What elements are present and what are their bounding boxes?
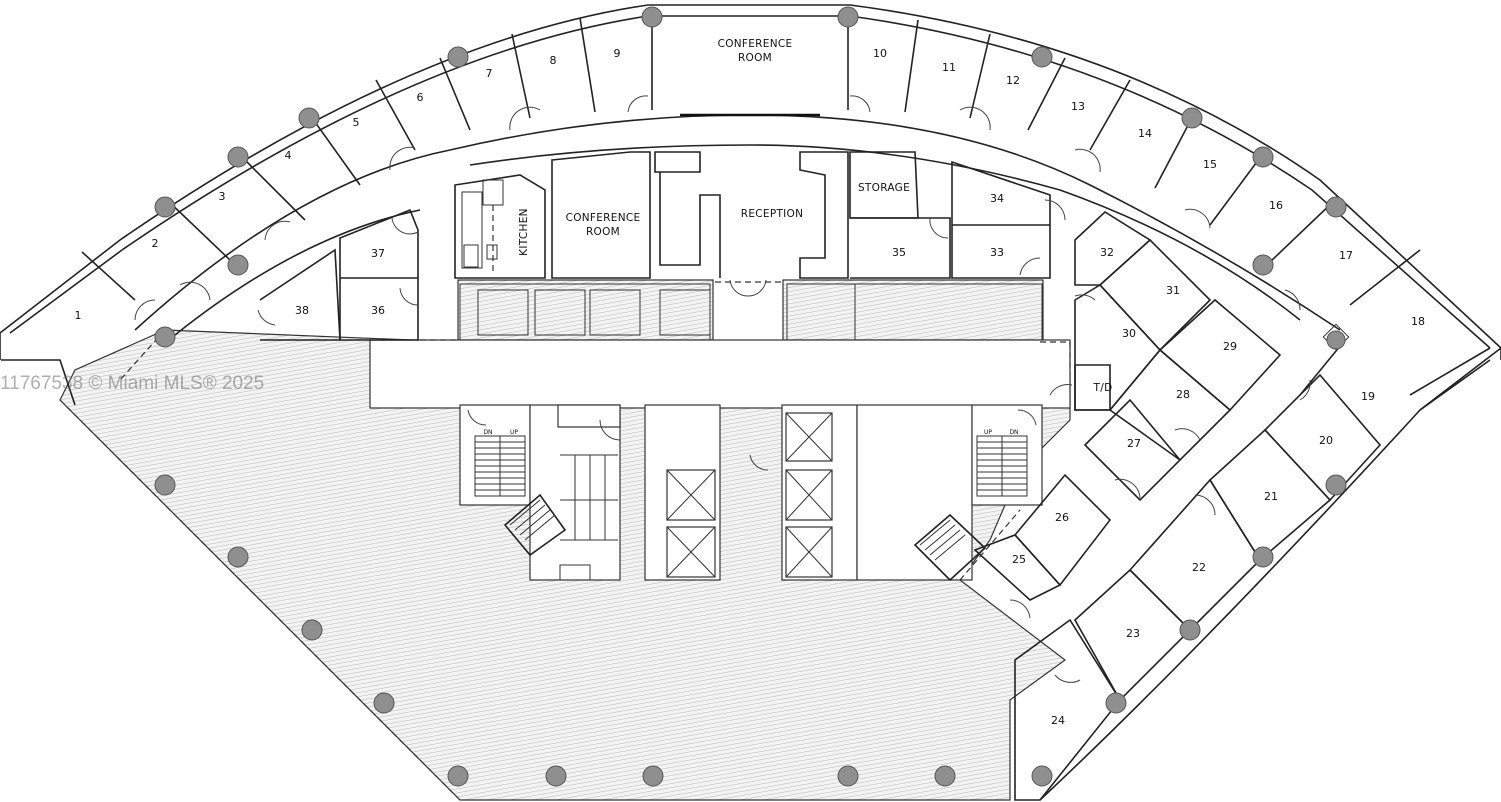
corridor-walls — [134, 113, 1341, 336]
room-10-label: 10 — [873, 47, 887, 60]
room-14-label: 14 — [1138, 127, 1152, 140]
named-space-labels: CONFERENCE ROOM CONFERENCE ROOM KITCHEN … — [483, 38, 1112, 436]
stair-right-up-label: UP — [984, 429, 992, 436]
room-37-label: 37 — [371, 247, 385, 260]
fixtures — [459, 179, 1043, 341]
room-23-label: 23 — [1126, 627, 1140, 640]
room-32-label: 32 — [1100, 246, 1114, 259]
conference-room-top-label-line1: CONFERENCE — [718, 38, 793, 50]
room-11-label: 11 — [942, 61, 956, 74]
room-27-label: 27 — [1127, 437, 1141, 450]
room-28-label: 28 — [1176, 388, 1190, 401]
room-21-label: 21 — [1264, 490, 1278, 503]
room-36-label: 36 — [371, 304, 385, 317]
room-7-label: 7 — [486, 67, 493, 80]
core-hatch-right — [782, 279, 1044, 341]
door-swings — [134, 95, 1311, 683]
room-24-label: 24 — [1051, 714, 1065, 727]
reception-label: RECEPTION — [741, 208, 804, 220]
structural-columns — [154, 6, 1347, 787]
room-17-label: 17 — [1339, 249, 1353, 262]
room-30-label: 30 — [1122, 327, 1136, 340]
room-1-label: 1 — [75, 309, 82, 322]
dashed-lines — [59, 281, 1071, 801]
room-15-label: 15 — [1203, 158, 1217, 171]
room-29-label: 29 — [1223, 340, 1237, 353]
room-12-label: 12 — [1006, 74, 1020, 87]
stair-right — [976, 435, 1028, 497]
room-9-label: 9 — [614, 47, 621, 60]
stair-right-dn-label: DN — [1009, 429, 1018, 436]
conference-room-mid-label-line1: CONFERENCE — [566, 212, 641, 224]
room-16-label: 16 — [1269, 199, 1283, 212]
td-label: T/D — [1093, 382, 1113, 394]
room-19-label: 19 — [1361, 390, 1375, 403]
kitchen-label: KITCHEN — [518, 208, 530, 256]
room-38-label: 38 — [295, 304, 309, 317]
conference-room-top-label-line2: ROOM — [738, 52, 772, 64]
room-4-label: 4 — [285, 149, 292, 162]
room-3-label: 3 — [219, 190, 226, 203]
room-31-label: 31 — [1166, 284, 1180, 297]
mls-watermark: 11767538 © Miami MLS® 2025 — [0, 373, 265, 394]
stair-left — [474, 435, 526, 497]
room-13-label: 13 — [1071, 100, 1085, 113]
room-labels: 1 2 3 4 5 6 7 8 9 10 11 12 13 14 15 16 1… — [75, 47, 1426, 727]
room-5-label: 5 — [353, 116, 360, 129]
room-26-label: 26 — [1055, 511, 1069, 524]
building-core — [369, 339, 1071, 582]
room-35-label: 35 — [892, 246, 906, 259]
stair-left-up-label: UP — [510, 429, 518, 436]
room-20-label: 20 — [1319, 434, 1333, 447]
room-34-label: 34 — [990, 192, 1004, 205]
room-8-label: 8 — [550, 54, 557, 67]
room-22-label: 22 — [1192, 561, 1206, 574]
room-33-label: 33 — [990, 246, 1004, 259]
room-18-label: 18 — [1411, 315, 1425, 328]
storage-label: STORAGE — [858, 182, 910, 194]
room-25-label: 25 — [1012, 553, 1026, 566]
room-6-label: 6 — [417, 91, 424, 104]
stair-left-dn-label: DN — [483, 429, 492, 436]
conference-room-mid-label-line2: ROOM — [586, 226, 620, 238]
room-2-label: 2 — [152, 237, 159, 250]
